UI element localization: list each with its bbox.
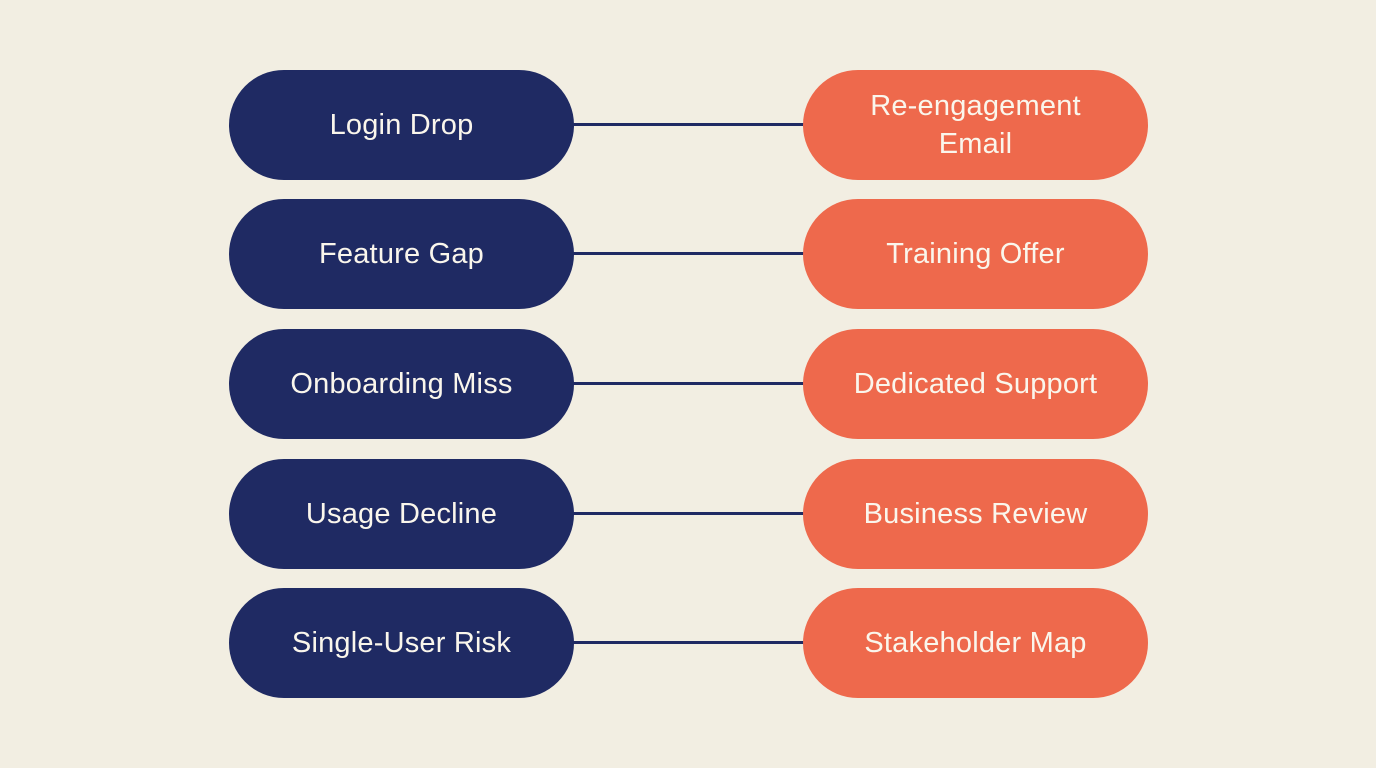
action-node-re-engagement-email: Re-engagement Email (803, 70, 1148, 180)
signal-node-login-drop: Login Drop (229, 70, 574, 180)
action-label: Dedicated Support (853, 368, 1098, 400)
diagram-row-feature-gap: Feature Gap Training Offer (0, 199, 1376, 309)
signal-label: Feature Gap (318, 238, 484, 270)
signal-label: Single-User Risk (291, 627, 512, 659)
signal-label: Login Drop (329, 109, 474, 141)
signal-node-usage-decline: Usage Decline (229, 459, 574, 569)
diagram-row-login-drop: Login Drop Re-engagement Email (0, 70, 1376, 180)
action-node-business-review: Business Review (803, 459, 1148, 569)
action-node-dedicated-support: Dedicated Support (803, 329, 1148, 439)
action-node-stakeholder-map: Stakeholder Map (803, 588, 1148, 698)
connector-line (572, 123, 805, 126)
signal-node-single-user-risk: Single-User Risk (229, 588, 574, 698)
signal-label: Usage Decline (305, 498, 498, 530)
action-label: Re-engagement Email (870, 90, 1081, 160)
connector-line (572, 382, 805, 385)
connector-line (572, 252, 805, 255)
action-label: Stakeholder Map (864, 627, 1087, 659)
signal-node-feature-gap: Feature Gap (229, 199, 574, 309)
diagram-row-usage-decline: Usage Decline Business Review (0, 459, 1376, 569)
action-label: Business Review (863, 498, 1088, 530)
diagram-row-single-user-risk: Single-User Risk Stakeholder Map (0, 588, 1376, 698)
connector-line (572, 512, 805, 515)
signal-node-onboarding-miss: Onboarding Miss (229, 329, 574, 439)
diagram-row-onboarding-miss: Onboarding Miss Dedicated Support (0, 329, 1376, 439)
signal-label: Onboarding Miss (290, 368, 513, 400)
action-label: Training Offer (886, 238, 1065, 270)
action-node-training-offer: Training Offer (803, 199, 1148, 309)
connector-line (572, 641, 805, 644)
